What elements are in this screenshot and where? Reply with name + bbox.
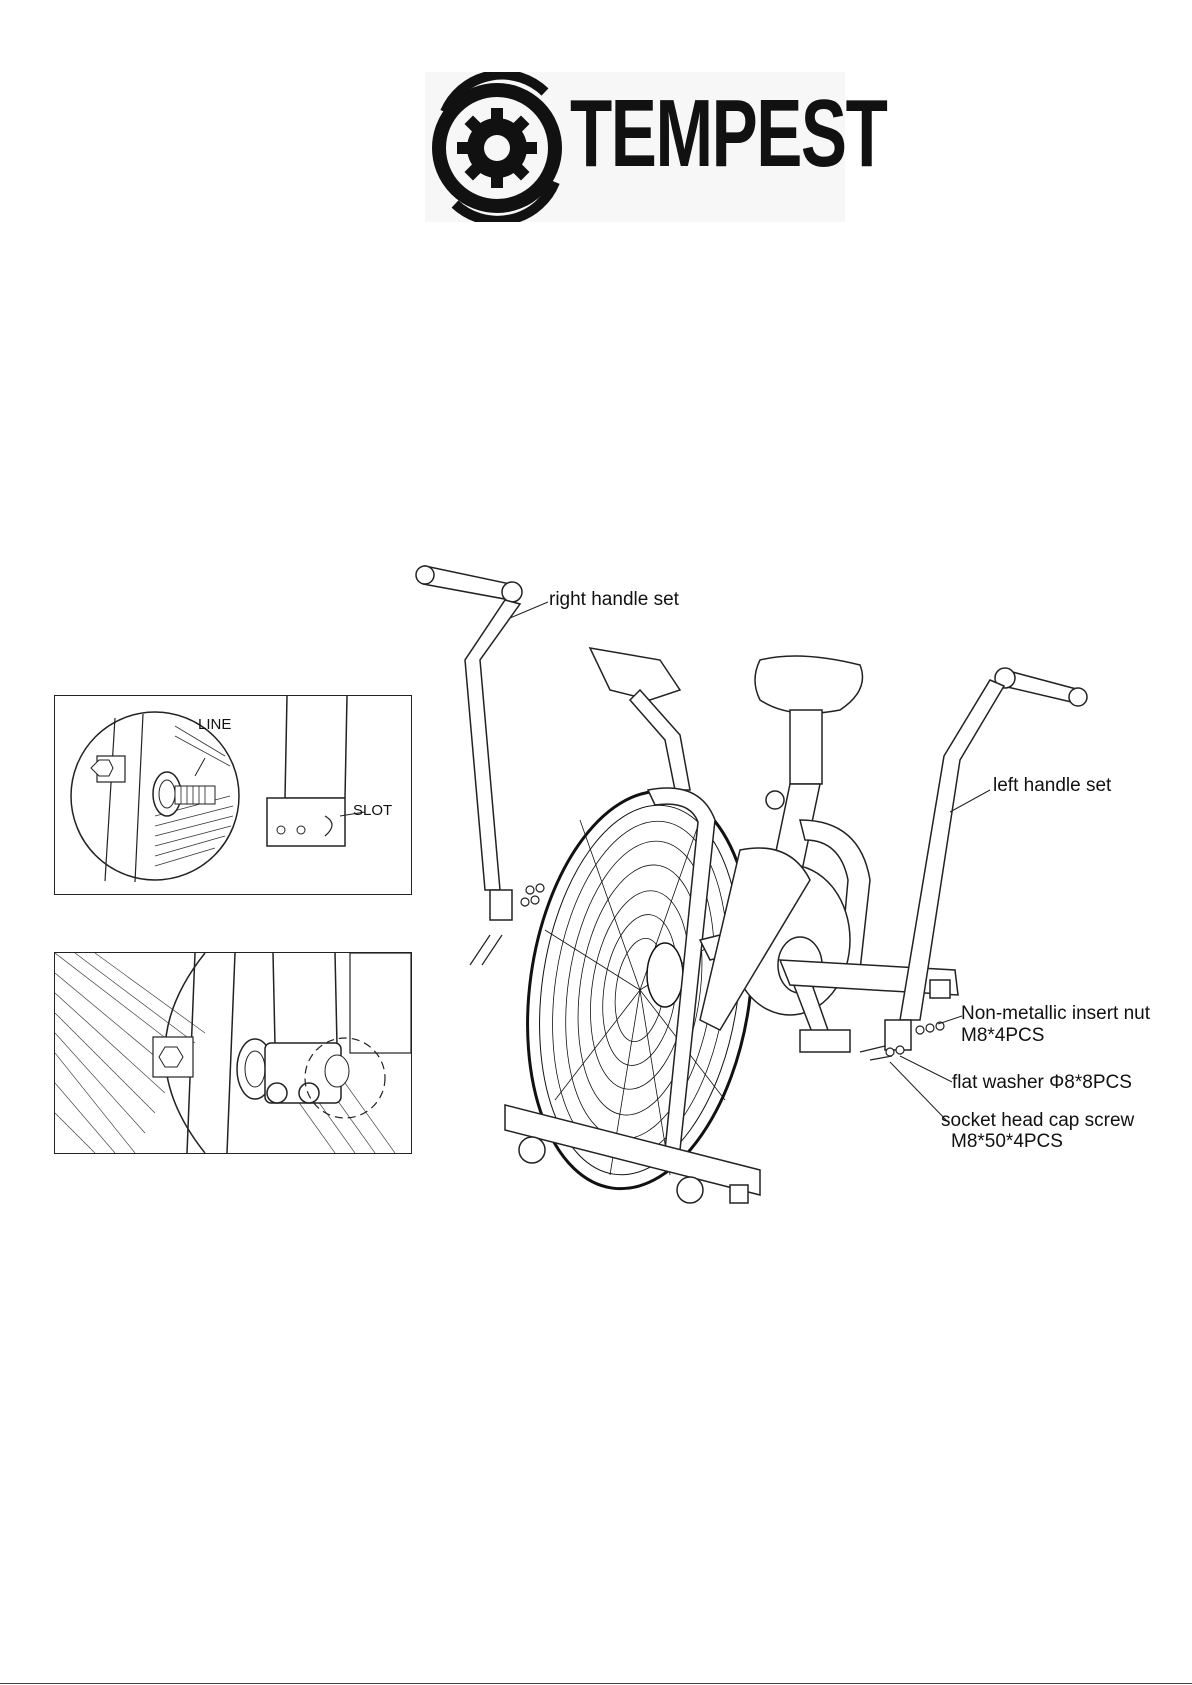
- handle-mounted-drawing: [55, 953, 411, 1153]
- screw-qty-label: M8*50*4PCS: [951, 1132, 1063, 1153]
- front-stabilizer-drawing: [505, 1105, 760, 1203]
- slot-label: SLOT: [353, 802, 392, 819]
- brand-logo: TEMPEST: [425, 72, 845, 222]
- fan-wheel-drawing: [503, 777, 777, 1204]
- right-handle-drawing: [416, 566, 522, 920]
- brand-name: TEMPEST: [570, 86, 886, 182]
- gear-swirl-icon: [425, 72, 575, 222]
- right-handle-label: right handle set: [549, 590, 679, 611]
- page-bottom-rule: [0, 1683, 1192, 1684]
- nut-label: Non-metallic insert nut: [961, 1004, 1150, 1025]
- slot-alignment-drawing: [55, 696, 411, 894]
- detail-inset-mounted: [54, 952, 412, 1154]
- screw-label: socket head cap screw: [941, 1111, 1134, 1132]
- left-handle-drawing: [885, 668, 1087, 1050]
- detail-inset-slot: LINE SLOT: [54, 695, 412, 895]
- left-handle-label: left handle set: [993, 776, 1111, 797]
- line-label: LINE: [198, 716, 231, 733]
- washer-label: flat washer Φ8*8PCS: [952, 1073, 1132, 1094]
- nut-qty-label: M8*4PCS: [961, 1026, 1044, 1047]
